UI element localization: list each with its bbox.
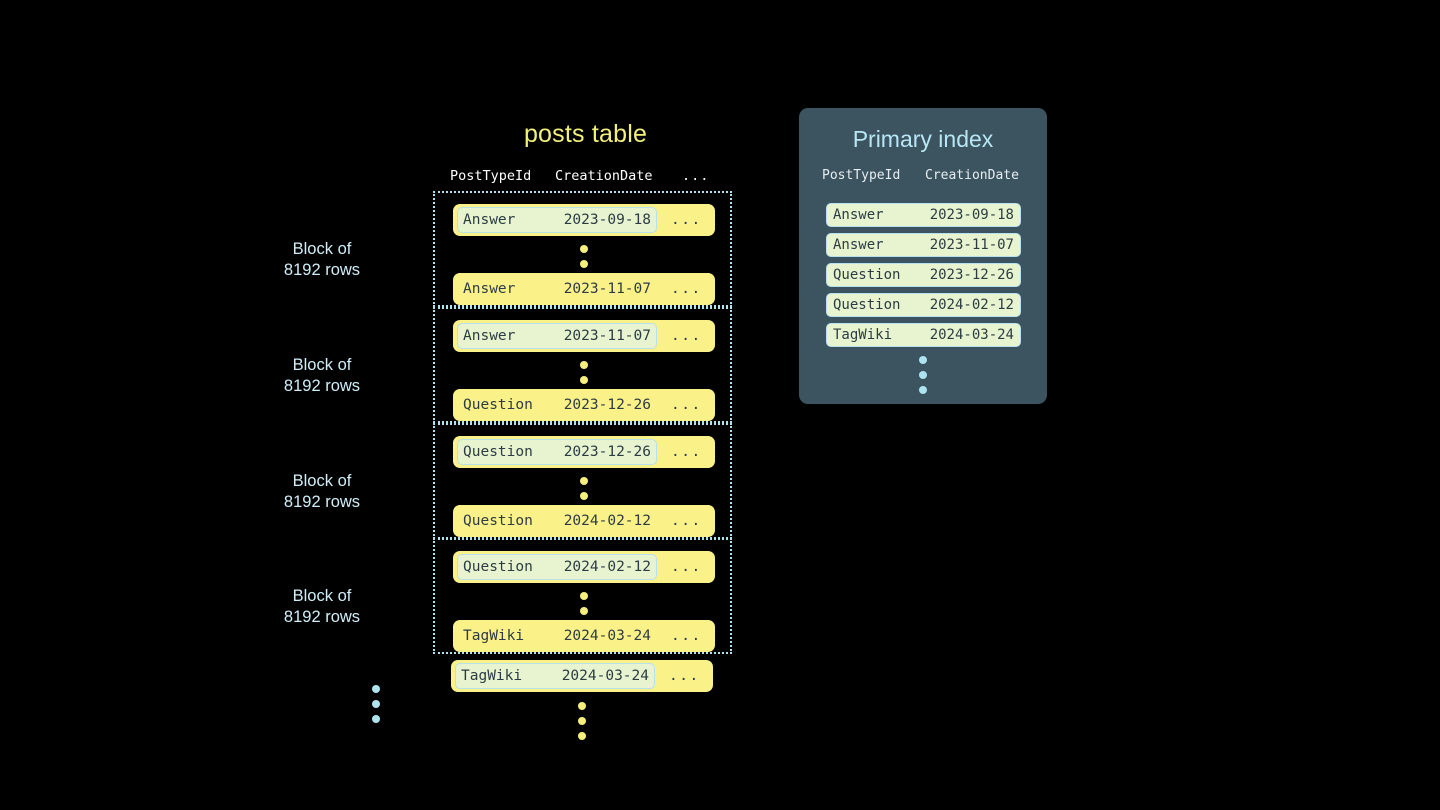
cell-ellipsis: ... xyxy=(671,559,702,575)
block-label-line1: Block of xyxy=(292,356,352,374)
cell-posttypeid: Question xyxy=(463,513,533,529)
index-cell-creationdate: 2024-03-24 xyxy=(929,327,1014,343)
posts-table-column-headers: PostTypeId CreationDate ... xyxy=(433,166,738,186)
cell-creationdate: 2023-11-07 xyxy=(563,328,651,344)
index-cell-creationdate: 2023-12-26 xyxy=(929,267,1014,283)
index-cell-posttypeid: Answer xyxy=(833,207,884,223)
cell-creationdate: 2023-09-18 xyxy=(563,212,651,228)
index-cell-posttypeid: TagWiki xyxy=(833,327,893,343)
index-cell-posttypeid: Answer xyxy=(833,237,884,253)
table-row: Answer 2023-11-07 ... xyxy=(453,273,715,305)
cell-creationdate: 2024-02-12 xyxy=(563,513,651,529)
block-label-line1: Block of xyxy=(292,587,352,605)
block-1: Answer 2023-09-18 ... Answer 2023-11-07 … xyxy=(433,191,732,307)
index-column-header-posttypeid: PostTypeId xyxy=(822,168,901,183)
row-key-highlight: Answer 2023-09-18 xyxy=(457,207,657,233)
posts-table-diagram: posts table PostTypeId CreationDate ... … xyxy=(284,118,740,740)
row-key: TagWiki 2024-03-24 xyxy=(457,623,657,649)
cell-posttypeid: Answer xyxy=(463,281,516,297)
row-key-highlight: Answer 2023-11-07 xyxy=(457,323,657,349)
cell-ellipsis: ... xyxy=(669,668,700,684)
block-label-1: Block of 8192 rows xyxy=(222,239,422,281)
cell-posttypeid: TagWiki xyxy=(463,628,525,644)
cell-posttypeid: Question xyxy=(463,397,533,413)
row-key-highlight: Question 2024-02-12 xyxy=(457,554,657,580)
block-label-line1: Block of xyxy=(292,240,352,258)
table-row: Question 2023-12-26 ... xyxy=(453,389,715,421)
posts-table-title: posts table xyxy=(523,120,648,148)
cell-posttypeid: TagWiki xyxy=(461,668,523,684)
table-row: Question 2024-02-12 ... xyxy=(453,505,715,537)
cell-creationdate: 2024-02-12 xyxy=(563,559,651,575)
row-key: Question 2023-12-26 xyxy=(457,392,657,418)
index-row: Answer 2023-11-07 xyxy=(826,233,1021,257)
cell-ellipsis: ... xyxy=(671,328,702,344)
block-label-3: Block of 8192 rows xyxy=(222,471,422,513)
index-cell-posttypeid: Question xyxy=(833,267,901,283)
row-key-highlight: TagWiki 2024-03-24 xyxy=(455,663,655,689)
table-ellipsis-vertical-dots xyxy=(577,702,587,740)
block-label-line2: 8192 rows xyxy=(283,493,361,511)
cell-ellipsis: ... xyxy=(671,513,702,529)
cell-ellipsis: ... xyxy=(671,212,702,228)
cell-ellipsis: ... xyxy=(671,281,702,297)
primary-index-panel: Primary index PostTypeId CreationDate An… xyxy=(799,108,1047,404)
cell-ellipsis: ... xyxy=(671,397,702,413)
block-2: Answer 2023-11-07 ... Question 2023-12-2… xyxy=(433,307,732,423)
primary-index-title: Primary index xyxy=(852,126,994,152)
block-label-line2: 8192 rows xyxy=(283,377,361,395)
column-header-ellipsis: ... xyxy=(682,168,710,184)
cell-ellipsis: ... xyxy=(671,628,702,644)
blocks-ellipsis-vertical-dots xyxy=(371,685,381,723)
column-header-posttypeid: PostTypeId xyxy=(450,168,532,184)
cell-creationdate: 2023-12-26 xyxy=(563,397,651,413)
index-row: Answer 2023-09-18 xyxy=(826,203,1021,227)
cell-posttypeid: Question xyxy=(463,559,533,575)
index-row: Question 2023-12-26 xyxy=(826,263,1021,287)
table-row-trailing: TagWiki 2024-03-24 ... xyxy=(451,660,713,692)
table-row: Answer 2023-09-18 ... xyxy=(453,204,715,236)
cell-posttypeid: Answer xyxy=(463,328,516,344)
table-row: Answer 2023-11-07 ... xyxy=(453,320,715,352)
block-label-line2: 8192 rows xyxy=(283,608,361,626)
index-row: Question 2024-02-12 xyxy=(826,293,1021,317)
table-row: TagWiki 2024-03-24 ... xyxy=(453,620,715,652)
block-label-line2: 8192 rows xyxy=(283,261,361,279)
block-4: Question 2024-02-12 ... TagWiki 2024-03-… xyxy=(433,538,732,654)
index-row: TagWiki 2024-03-24 xyxy=(826,323,1021,347)
index-cell-creationdate: 2023-11-07 xyxy=(929,237,1014,253)
block-label-2: Block of 8192 rows xyxy=(222,355,422,397)
index-ellipsis-vertical-dots xyxy=(918,356,928,394)
index-cell-posttypeid: Question xyxy=(833,297,901,313)
row-key: Answer 2023-11-07 xyxy=(457,276,657,302)
cell-creationdate: 2023-12-26 xyxy=(563,444,651,460)
block-3: Question 2023-12-26 ... Question 2024-02… xyxy=(433,423,732,539)
cell-ellipsis: ... xyxy=(671,444,702,460)
cell-creationdate: 2024-03-24 xyxy=(563,628,651,644)
row-key: Question 2024-02-12 xyxy=(457,508,657,534)
cell-creationdate: 2024-03-24 xyxy=(561,668,649,684)
table-row: Question 2023-12-26 ... xyxy=(453,436,715,468)
column-header-creationdate: CreationDate xyxy=(555,168,653,184)
cell-posttypeid: Answer xyxy=(463,212,516,228)
cell-posttypeid: Question xyxy=(463,444,533,460)
index-cell-creationdate: 2023-09-18 xyxy=(929,207,1014,223)
index-column-header-creationdate: CreationDate xyxy=(925,168,1019,183)
cell-creationdate: 2023-11-07 xyxy=(563,281,651,297)
block-label-line1: Block of xyxy=(292,472,352,490)
table-row: Question 2024-02-12 ... xyxy=(453,551,715,583)
primary-index-column-headers: PostTypeId CreationDate xyxy=(799,166,1047,186)
block-label-4: Block of 8192 rows xyxy=(222,586,422,628)
index-cell-creationdate: 2024-02-12 xyxy=(929,297,1014,313)
row-key-highlight: Question 2023-12-26 xyxy=(457,439,657,465)
